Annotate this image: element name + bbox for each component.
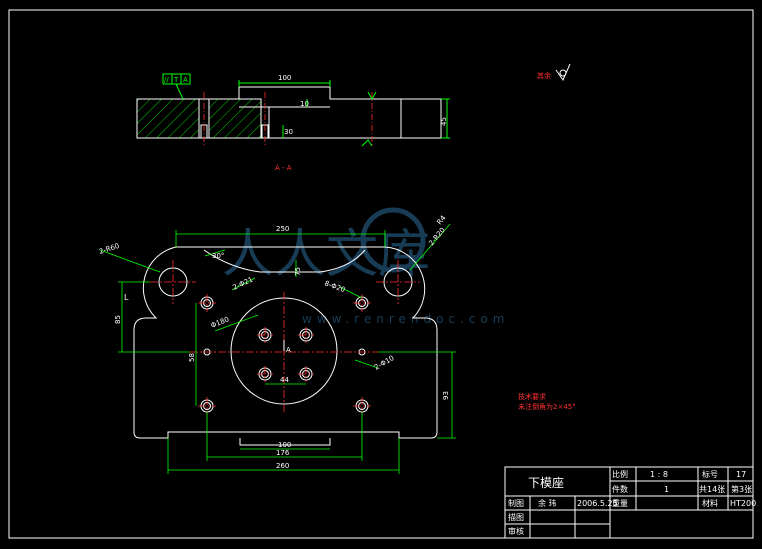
count-value: 1 [664, 485, 669, 494]
watermark-main: 人人文库 [222, 225, 430, 285]
drawn-date: 2006.5.25 [577, 499, 618, 508]
material-value: HT200 [730, 499, 756, 508]
hatch-mid [208, 98, 262, 139]
count-label: 件数 [612, 484, 628, 494]
section-view: // T A 100 10 30 45 A - A [136, 73, 450, 172]
watermark-logo [360, 207, 426, 273]
plan-outline [133, 246, 438, 439]
sheet-label: 共14张 [699, 485, 725, 494]
dim-top-30: 30 [284, 128, 293, 136]
roughness-symbol [555, 63, 571, 82]
centerlines [150, 260, 420, 415]
watermark: 人人文库 www.renrendoc.com [222, 207, 509, 326]
plan-view: 250 2-R60 30° R4 2-R20 75 2-Φ21 8-Φ20 Φ1… [98, 214, 456, 474]
sheet-value: 第3张 [731, 484, 752, 494]
center-mark: A [286, 346, 291, 354]
dim-93: 93 [442, 391, 450, 400]
watermark-sub: www.renrendoc.com [302, 312, 509, 326]
side-mark: L [124, 293, 129, 302]
hatch-left [136, 98, 200, 139]
material-label: 材料 [702, 498, 718, 508]
dim-58: 58 [188, 353, 196, 362]
dim-44: 44 [280, 376, 289, 384]
dim-75: 75 [294, 267, 302, 276]
dim-top-100: 100 [278, 74, 291, 82]
flatness-datum: A [183, 76, 188, 84]
dim-top-45: 45 [440, 117, 448, 126]
scale-label: 比例 [612, 469, 628, 479]
flatness-symbol: // [164, 76, 169, 84]
dim-100-bottom: 100 [278, 441, 291, 449]
dim-R4: R4 [435, 214, 447, 227]
dim-30deg: 30° [212, 252, 224, 260]
dim-176: 176 [276, 449, 290, 457]
dim-85: 85 [114, 315, 122, 324]
dim-260: 260 [276, 462, 289, 470]
drawn-label: 制图 [508, 498, 524, 508]
dim-phi180: Φ180 [210, 315, 230, 329]
drawing-no-value: 17 [736, 470, 746, 479]
dim-2R20: 2-R20 [427, 226, 446, 247]
dim-top-10: 10 [300, 100, 309, 108]
drawing-frame [8, 9, 754, 539]
weight-label: 重量 [612, 498, 628, 508]
traced-label: 描图 [508, 512, 524, 522]
dim-250: 250 [276, 225, 289, 233]
roughness-note: 其余 [537, 71, 551, 80]
section-outline [136, 86, 442, 139]
flatness-tol: T [173, 76, 179, 84]
title-block [504, 466, 754, 539]
section-label: A - A [275, 164, 292, 172]
tech-note-title: 技术要求 [518, 392, 546, 401]
checked-label: 审核 [508, 526, 524, 536]
tech-note-1: 未注倒角为2×45° [518, 402, 576, 411]
part-name: 下模座 [528, 475, 564, 490]
scale-value: 1 : 8 [650, 470, 668, 479]
drawing-no-label: 标号 [702, 469, 718, 479]
dim-2phi10: 2-Φ10 [373, 354, 396, 372]
dimension-lines [99, 223, 456, 474]
drawn-name: 余 玮 [538, 498, 557, 508]
